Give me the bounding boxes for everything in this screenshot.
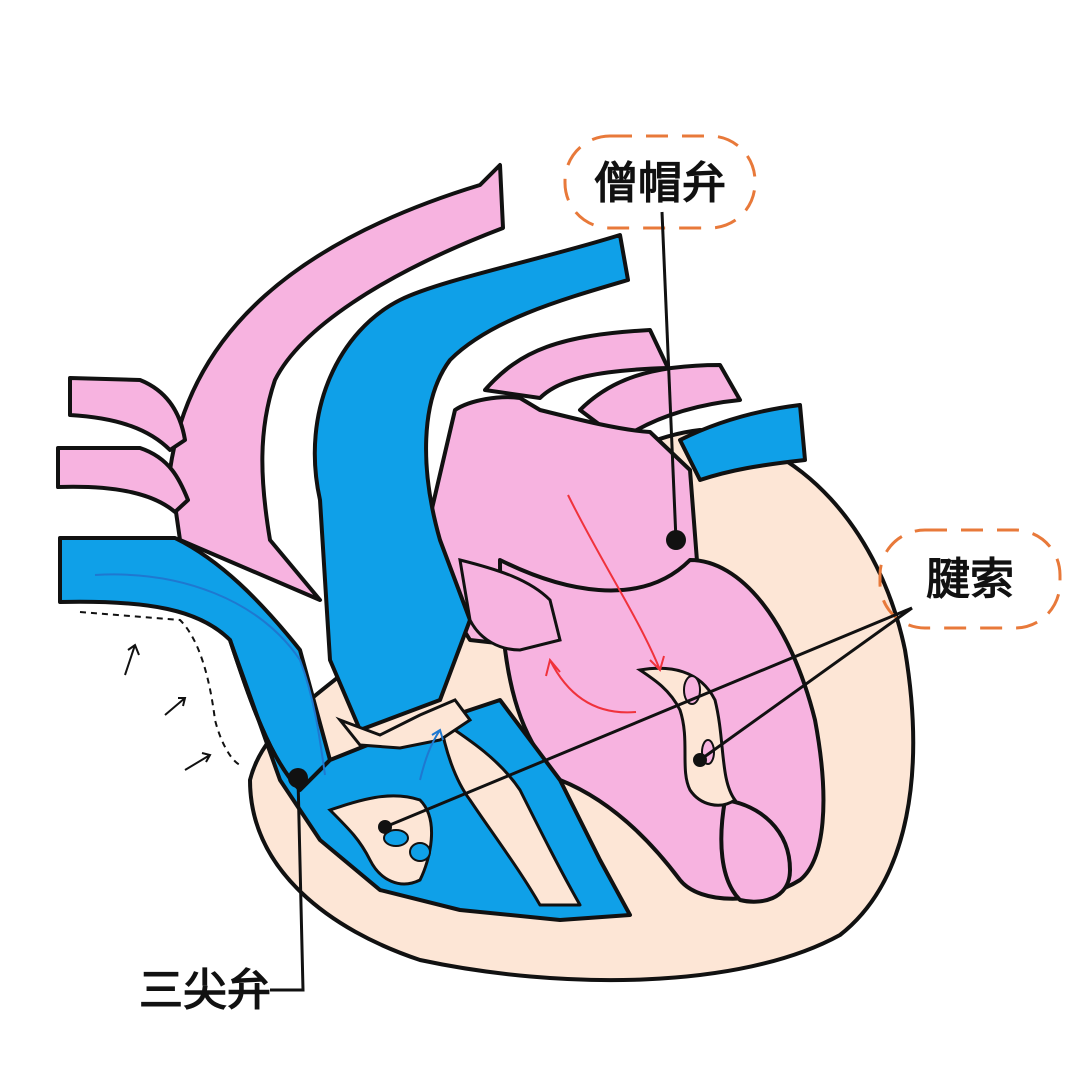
chordae-label-border [878,528,1062,630]
tricuspid-leaflet-1 [383,829,409,847]
mitral-valve-label-border [563,134,757,230]
pulmonary-valve [335,698,473,750]
aortic-valve [458,557,562,652]
chordae-label: 腱索 [926,554,1014,605]
aortic-branch-middle [56,446,190,514]
pulmonary-artery-right [678,403,807,482]
wall-pressure-arrows [124,643,212,771]
tricuspid-valve-label: 三尖弁 [139,965,271,1016]
atrial-wall-dashed-outline [79,611,241,766]
aortic-branch-upper [68,376,187,452]
tricuspid-leaflet-2 [409,842,431,862]
flow-arrow-blue-pulmonary [419,728,444,781]
mitral-valve-leader-line [660,211,678,541]
chordae-leader-line-mitral [699,606,913,762]
mitral-valve-label: 僧帽弁 [594,158,726,209]
papillary-muscle [719,798,792,904]
chordae-pointer-dot-mitral [693,753,707,767]
tricuspid-valve-leader-line [270,777,305,992]
pulmonary-trunk [312,233,630,732]
flow-arrow-blue-vena-cava [94,573,326,776]
right-ventricle-inner-wall [438,718,582,907]
mitral-valve-pointer-dot [666,530,686,550]
flow-arrow-red-up [545,657,637,714]
aortic-arch [168,163,505,602]
flow-arrow-red-down [567,494,665,672]
tricuspid-valve-pointer-dot [288,768,308,788]
pulmonary-vein-upper [483,328,670,400]
chordae-pointer-dot-tricuspid [378,820,392,834]
mitral-chordae [636,666,738,807]
pulmonary-vein-right [578,363,742,442]
chordae-leader-line-tricuspid [384,606,913,829]
